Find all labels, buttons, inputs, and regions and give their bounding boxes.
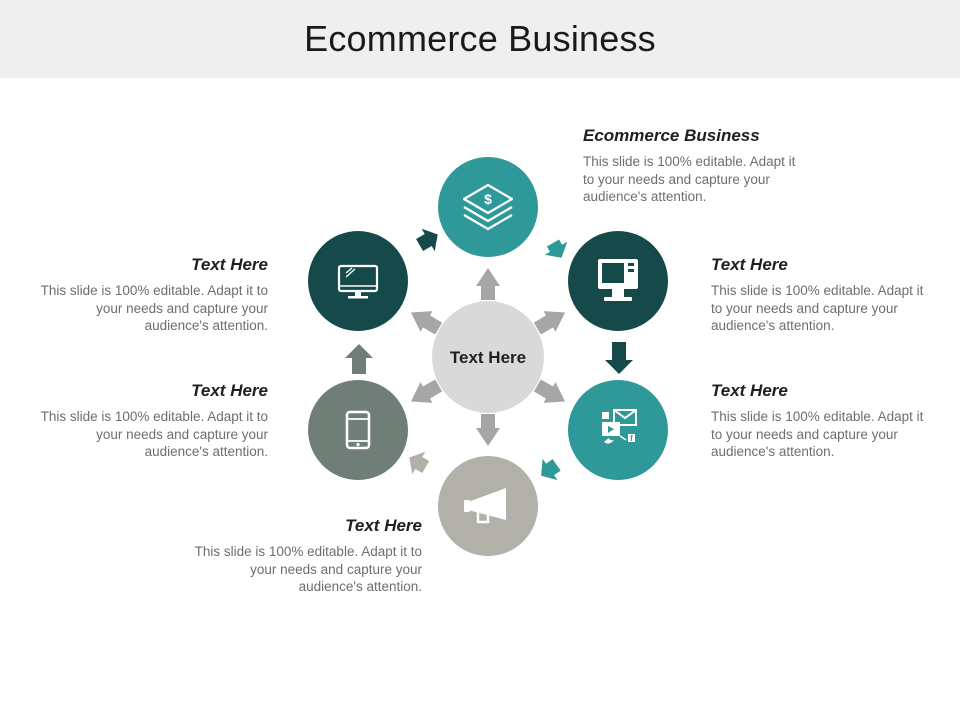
spoke-arrow-upper-right: [533, 311, 566, 335]
spoke-arrow-up: [476, 268, 500, 300]
callout-top-body: This slide is 100% editable. Adapt it to…: [583, 154, 796, 204]
desktop-computer-icon: [598, 259, 638, 301]
cycle-arrow-upper-left-to-top: [416, 228, 438, 252]
callout-lower-right: Text Here This slide is 100% editable. A…: [711, 381, 936, 461]
callout-lower-left: Text Here This slide is 100% editable. A…: [38, 381, 268, 461]
callout-top-heading: Ecommerce Business: [583, 126, 760, 145]
cycle-arrow-lower-right-to-bottom: [541, 458, 561, 481]
callout-lower-right-heading: Text Here: [711, 381, 788, 400]
callout-bottom: Text Here This slide is 100% editable. A…: [192, 516, 422, 596]
social-media-icon: f: [602, 409, 637, 444]
callout-bottom-heading: Text Here: [345, 516, 422, 535]
center-label: Text Here: [450, 348, 526, 367]
callout-bottom-body: This slide is 100% editable. Adapt it to…: [194, 544, 422, 594]
megaphone-icon: [464, 488, 506, 524]
callout-upper-left-heading: Text Here: [191, 255, 268, 274]
node-top: [438, 157, 538, 257]
callout-upper-right: Text Here This slide is 100% editable. A…: [711, 255, 936, 335]
svg-text:f: f: [630, 434, 633, 443]
callout-upper-right-body: This slide is 100% editable. Adapt it to…: [711, 283, 924, 333]
cycle-arrow-upper-right-to-lower-right: [605, 342, 633, 374]
callout-upper-right-heading: Text Here: [711, 255, 788, 274]
svg-text:$: $: [484, 191, 492, 207]
cycle-arrows: [345, 228, 633, 481]
money-stack-icon: $: [462, 183, 514, 231]
cycle-arrow-top-to-upper-right: [544, 239, 568, 258]
node-upper-left: [308, 231, 408, 331]
spoke-arrow-down: [476, 414, 500, 446]
spoke-arrows: [410, 268, 566, 446]
monitor-icon: [337, 264, 379, 299]
cycle-arrow-lower-left-to-upper-left: [345, 344, 373, 374]
callout-lower-left-body: This slide is 100% editable. Adapt it to…: [40, 409, 268, 459]
slide-title: Ecommerce Business: [304, 18, 656, 59]
spoke-arrow-lower-right: [533, 379, 566, 403]
callout-upper-left: Text Here This slide is 100% editable. A…: [38, 255, 268, 335]
node-lower-left: [308, 380, 408, 480]
callout-upper-left-body: This slide is 100% editable. Adapt it to…: [40, 283, 268, 333]
spoke-arrow-upper-left: [410, 311, 443, 335]
spoke-arrow-lower-left: [410, 379, 443, 403]
callout-top: Ecommerce Business This slide is 100% ed…: [583, 126, 808, 206]
center-circle: [432, 301, 544, 413]
callout-lower-right-body: This slide is 100% editable. Adapt it to…: [711, 409, 924, 459]
title-bar: Ecommerce Business: [0, 0, 960, 78]
smartphone-icon: [345, 410, 371, 450]
callout-lower-left-heading: Text Here: [191, 381, 268, 400]
cycle-arrow-bottom-to-lower-left: [409, 451, 430, 475]
